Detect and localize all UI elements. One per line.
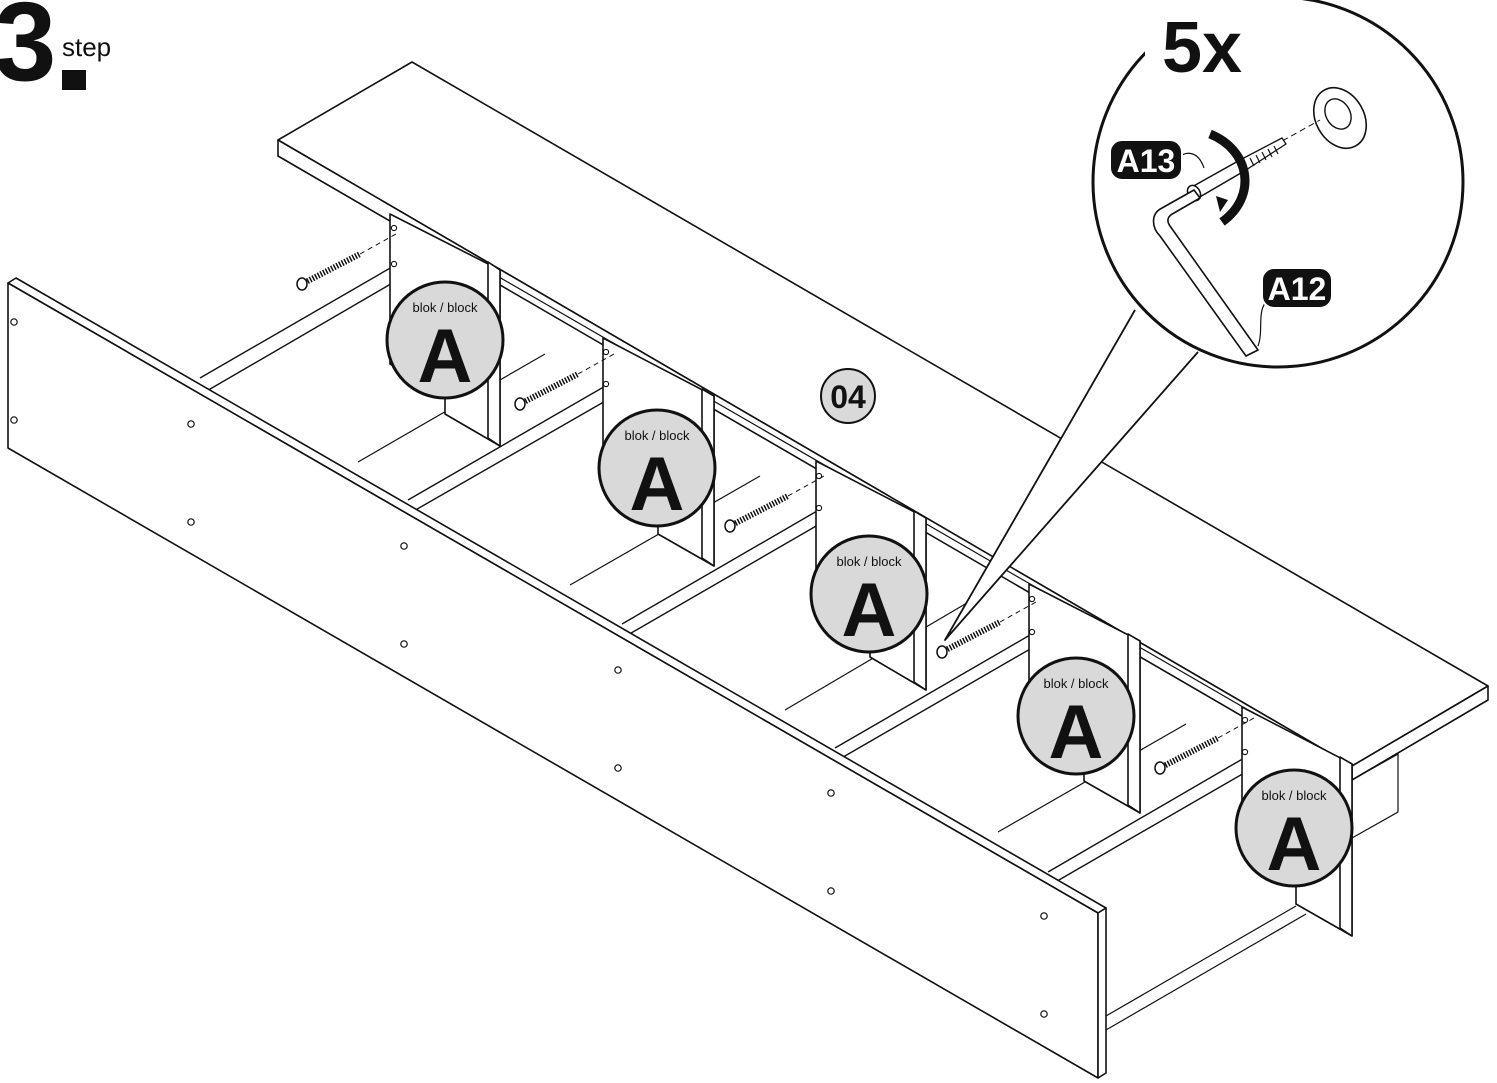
block-letter: A <box>1267 802 1322 887</box>
block-letter: A <box>1049 690 1104 775</box>
quantity-label: 5x <box>1162 8 1242 88</box>
block-caption: blok / block <box>1261 788 1327 803</box>
part-number: 04 <box>830 379 866 415</box>
step-dot <box>62 70 86 90</box>
cover-cap-icon <box>1312 87 1368 149</box>
screw-icon <box>296 233 397 291</box>
step-number: 3 <box>0 0 56 104</box>
part-number-badge: 04 <box>820 368 876 424</box>
screws <box>296 233 1255 775</box>
block-caption: blok / block <box>412 300 478 315</box>
screw-icon <box>936 601 1037 659</box>
detail-callout: A13 A12 5x <box>944 0 1465 641</box>
screw-icon <box>514 353 615 411</box>
front-panel <box>7 277 1107 1079</box>
block-letter: A <box>630 442 685 527</box>
front-panel-holes <box>10 318 1048 1018</box>
block-letter: A <box>418 314 473 399</box>
block-letter: A <box>842 568 897 653</box>
screw-icon <box>1154 717 1255 775</box>
step-label: step <box>62 32 112 62</box>
fastener-label: A13 <box>1117 143 1176 179</box>
screw-icon <box>724 475 825 533</box>
block-caption: blok / block <box>624 428 690 443</box>
block-caption: blok / block <box>836 554 902 569</box>
allen-key-icon <box>1152 189 1259 357</box>
block-caption: blok / block <box>1043 676 1109 691</box>
tool-label: A12 <box>1268 271 1327 307</box>
